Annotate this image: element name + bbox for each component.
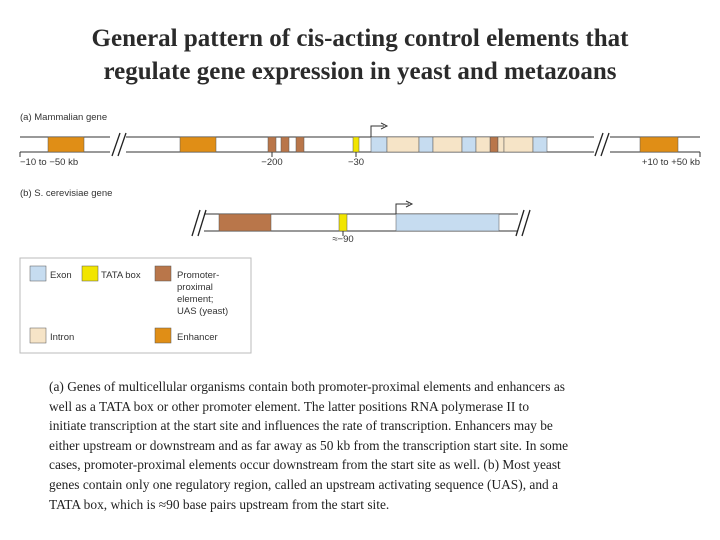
break-mark-a-left [111,132,127,157]
legend-box [19,257,252,354]
gene-diagram: (a) Mammalian gene [19,112,701,354]
panel-b-label-text: (b) S. cerevisiae gene [20,188,112,199]
exon-3 [461,136,477,153]
legend-enhancer-label: Enhancer [177,332,218,343]
caption-line: (a) Genes of multicellular organisms con… [49,379,565,394]
panel-a-label: (a) Mammalian gene [20,112,107,123]
slide-title: General pattern of cis-acting control el… [0,22,720,88]
legend-tata-label: TATA box [101,270,141,281]
legend-intron-swatch [29,327,47,344]
yeast-gene [191,200,531,237]
tata-box-a [352,136,360,153]
legend-promoter-label-2: proximal [177,282,213,293]
promoter-proximal-3 [295,136,305,153]
caption-line: genes contain only one regulatory region… [49,476,559,492]
arrowhead-a-icon [380,122,389,130]
panel-b-label: (b) S. cerevisiae gene [20,188,112,199]
break-mark-b-right [515,209,531,237]
legend-enhancer-swatch [154,327,172,344]
start-site-arrow-b [395,203,409,214]
caption-line: well as a TATA box or other promoter ele… [49,398,530,414]
exon-b [395,213,500,232]
start-site-arrow-a [370,125,384,137]
exon-2 [418,136,434,153]
legend-promoter-label-4: UAS (yeast) [177,306,228,317]
intron-1 [386,136,420,153]
tick-label-left: −10 to −50 kb [20,157,78,168]
tata-box-b [338,213,348,232]
title-line-1: General pattern of cis-acting control el… [91,25,629,52]
legend-exon-label: Exon [50,270,72,281]
break-mark-a-right [594,132,610,157]
legend-promoter-label-3: element; [177,294,213,305]
promoter-proximal-2 [280,136,290,153]
tick-label-30: −30 [348,157,364,168]
uas-element [218,213,272,232]
arrowhead-b-icon [405,200,414,208]
break-mark-b-left [191,209,207,237]
promoter-proximal-1 [267,136,277,153]
tick-label-200: −200 [261,157,282,168]
intron-4 [497,136,505,153]
caption-line: TATA box, which is ≈90 base pairs upstre… [49,496,390,512]
enhancer-upstream [47,136,85,153]
legend-tata-swatch [81,265,99,282]
caption: (a) Genes of multicellular organisms con… [49,377,677,514]
tick-label-right: +10 to +50 kb [642,157,700,168]
legend: Exon TATA box Promoter- proximal element… [19,257,252,354]
exon-4 [532,136,548,153]
intron-3 [475,136,491,153]
legend-exon-swatch [29,265,47,282]
promoter-proximal-downstream [489,136,499,153]
enhancer-upstream-2 [179,136,217,153]
enhancer-downstream [639,136,679,153]
tick-label-90: ≈−90 [332,234,353,245]
legend-intron-label: Intron [50,332,74,343]
mammalian-gene [19,122,701,157]
caption-line: cases, promoter-proximal elements occur … [49,457,561,473]
intron-5 [503,136,534,153]
intron-2 [432,136,463,153]
exon-1 [370,136,388,153]
legend-promoter-label-1: Promoter- [177,270,219,281]
caption-line: either upstream or downstream and as far… [49,437,569,453]
title-line-2: regulate gene expression in yeast and me… [103,58,617,85]
caption-line: initiate transcription at the start site… [49,418,553,434]
legend-promoter-swatch [154,265,172,282]
